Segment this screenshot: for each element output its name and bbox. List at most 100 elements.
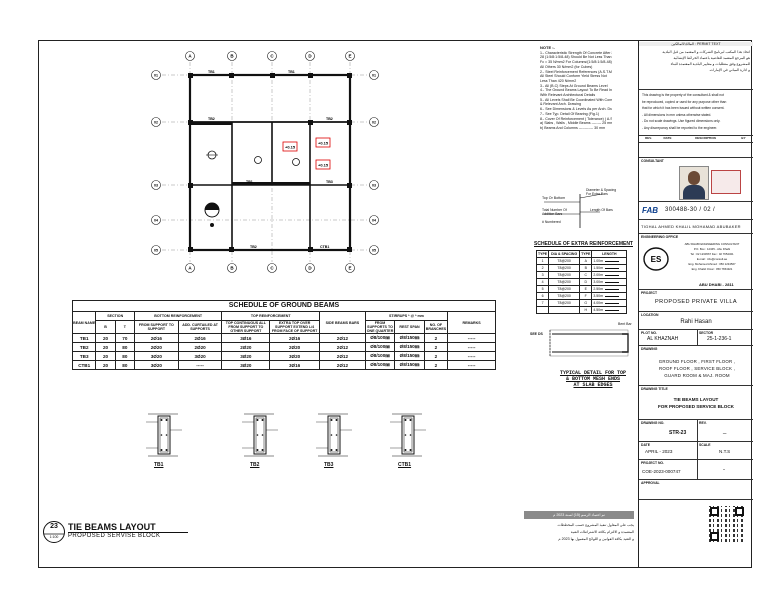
schedule-cell: Ø8/150㎜ bbox=[394, 351, 425, 361]
extra-reinforcement-title: SCHEDULE OF EXTRA REINFORCEMENT bbox=[534, 241, 633, 247]
col-section: SECTION bbox=[95, 311, 135, 321]
grid-number: 05 bbox=[372, 249, 376, 253]
arabic-line: للمشروع وفق متطلبات و معايير البلدية الم… bbox=[670, 62, 750, 66]
note-line: 1.- Characteristic Strength Of Concrete … bbox=[540, 50, 612, 55]
arabic-line: و ادارة المباني في الإمارات. bbox=[708, 68, 750, 72]
schedule-cell: ----- bbox=[447, 351, 496, 361]
grid-letter: B bbox=[230, 54, 234, 59]
reinforcement-cell: E bbox=[579, 285, 593, 293]
grid-bubble bbox=[369, 180, 379, 190]
beam-section: CTB1 bbox=[386, 410, 438, 470]
grid-number: 02 bbox=[372, 121, 376, 125]
note-line: 8.- Cover Of Reinforcement ( Tolerance) … bbox=[540, 116, 612, 121]
grid-letter: E bbox=[348, 54, 351, 59]
rev-header: DATE bbox=[663, 136, 672, 140]
schedule-cell: TB1 bbox=[71, 333, 97, 343]
reinforcement-cell: T8@200 bbox=[548, 257, 581, 265]
svg-text:ES: ES bbox=[651, 255, 662, 264]
office-logo: ES bbox=[643, 247, 669, 271]
title-label: DRAWING TITLE bbox=[641, 387, 668, 391]
rev-value: _ bbox=[723, 428, 727, 434]
grid-number: 04 bbox=[372, 219, 376, 223]
grid-letter: A bbox=[188, 54, 192, 59]
reinforcement-cell: T8@200 bbox=[548, 285, 581, 293]
reinforcement-cell: T8@200 bbox=[548, 264, 581, 272]
drain-symbol-1 bbox=[206, 150, 218, 160]
seal-stamp bbox=[711, 170, 741, 194]
schedule-cell: ----- bbox=[447, 360, 496, 370]
col-t: T bbox=[114, 320, 136, 334]
schedule-cell: 3Ø20 bbox=[134, 351, 179, 361]
schedule-cell: Ø8/100㎜ bbox=[364, 333, 396, 343]
bar-length: 1.00m bbox=[593, 259, 604, 263]
callout-marking: # Numbered bbox=[542, 220, 561, 224]
date-label: DATE bbox=[641, 443, 650, 447]
beam-label: TB2 bbox=[208, 117, 215, 121]
grid-number: 03 bbox=[154, 184, 158, 188]
rf-header: LENGTH bbox=[591, 250, 628, 258]
plot-number: 300488-30 / 02 / bbox=[665, 207, 716, 213]
grid-bubble bbox=[185, 263, 195, 273]
col-bottom-add: ADD. CURTAILED AT SUPPORTS bbox=[177, 320, 223, 334]
rev-header: REV. bbox=[645, 136, 652, 140]
drawing-line: GROUND FLOOR , FIRST FLOOR , bbox=[658, 359, 736, 364]
schedule-cell: CTB1 bbox=[71, 360, 97, 370]
schedule-cell: 20 bbox=[95, 360, 116, 370]
reinforcement-cell: T8@200 bbox=[548, 271, 581, 279]
section-name: CTB1 bbox=[398, 462, 412, 468]
col-top-cont: TOP CONTINUOUS ALL FROM SUPPORT TO OTHER… bbox=[221, 320, 271, 334]
grid-bubble bbox=[151, 70, 161, 80]
grid-number: 05 bbox=[154, 249, 158, 253]
reinforcement-cell: F bbox=[579, 292, 593, 300]
grid-number: 04 bbox=[154, 219, 158, 223]
drawing-line: GUARD ROOM & MAJ. ROOM bbox=[664, 373, 730, 378]
col-remarks: REMARKS bbox=[447, 311, 496, 334]
schedule-cell: Ø8/100㎜ bbox=[364, 351, 396, 361]
bar-length: 3.00m bbox=[593, 280, 604, 284]
reinforcement-cell bbox=[548, 306, 581, 314]
drawing-subtitle: PROPOSED SERVISE BLOCK bbox=[68, 533, 161, 539]
schedule-cell: ----- bbox=[447, 342, 496, 352]
grid-bubble bbox=[369, 245, 379, 255]
schedule-cell: 2Ø12 bbox=[319, 360, 366, 370]
reinforcement-cell: 4 bbox=[535, 278, 550, 286]
office-line: Tel : 02 1234567 Fax : 02 7654321 bbox=[690, 252, 734, 256]
reinforcement-cell: A bbox=[579, 257, 593, 265]
reinforcement-cell: 2.00m bbox=[591, 271, 628, 279]
consultant-photo bbox=[679, 166, 709, 200]
beam-label: TB1 bbox=[246, 180, 253, 184]
beam-section: TB3 bbox=[312, 410, 364, 470]
title-block: المالك/المالكين : PERMIT TEXT اتحاد هذا … bbox=[638, 40, 753, 568]
beam-label: CTB1 bbox=[320, 245, 329, 249]
office-line: Eng. Mohamed Ahmed : 050 1234567 bbox=[688, 262, 736, 266]
drawing-label: DRAWING bbox=[641, 347, 658, 351]
detail-label: SEE DS bbox=[530, 332, 543, 336]
section-name: TB1 bbox=[154, 462, 164, 468]
grid-bubble bbox=[305, 51, 315, 61]
sheet-value: - bbox=[723, 467, 725, 473]
grid-bubble bbox=[227, 51, 237, 61]
reinforcement-cell: 3.00m bbox=[591, 278, 628, 286]
approval-stamp: تم اعتماد الرسم (15) لسنة 2023 م يجب على… bbox=[510, 505, 636, 567]
plot-no-label: PLOT NO. bbox=[641, 331, 658, 335]
schedule-cell: 3Ø20 bbox=[221, 351, 271, 361]
col-st-rest: REST SPAN bbox=[394, 320, 425, 334]
arabic-line: هو المرجع المعتمد للقاضية باعتماد الخرائ… bbox=[673, 56, 750, 60]
office-label: ENGINEERING OFFICE bbox=[641, 235, 679, 239]
plot-no-value: AL KHAZNAH bbox=[647, 336, 679, 342]
rev-header: DESCRIPTION bbox=[695, 136, 716, 140]
reinforcement-cell: 7 bbox=[535, 299, 550, 307]
manhole-symbol bbox=[204, 202, 220, 227]
grid-bubble bbox=[267, 51, 277, 61]
beam-section: TB1 bbox=[142, 410, 194, 470]
reinforcement-cell: T8@200 bbox=[548, 299, 581, 307]
stamp-line: المعتمدة و الالتزام بكافة الاشتراطات الف… bbox=[570, 530, 634, 534]
reinforcement-cell: H bbox=[579, 306, 593, 314]
schedule-cell: 2Ø20 bbox=[269, 342, 321, 352]
